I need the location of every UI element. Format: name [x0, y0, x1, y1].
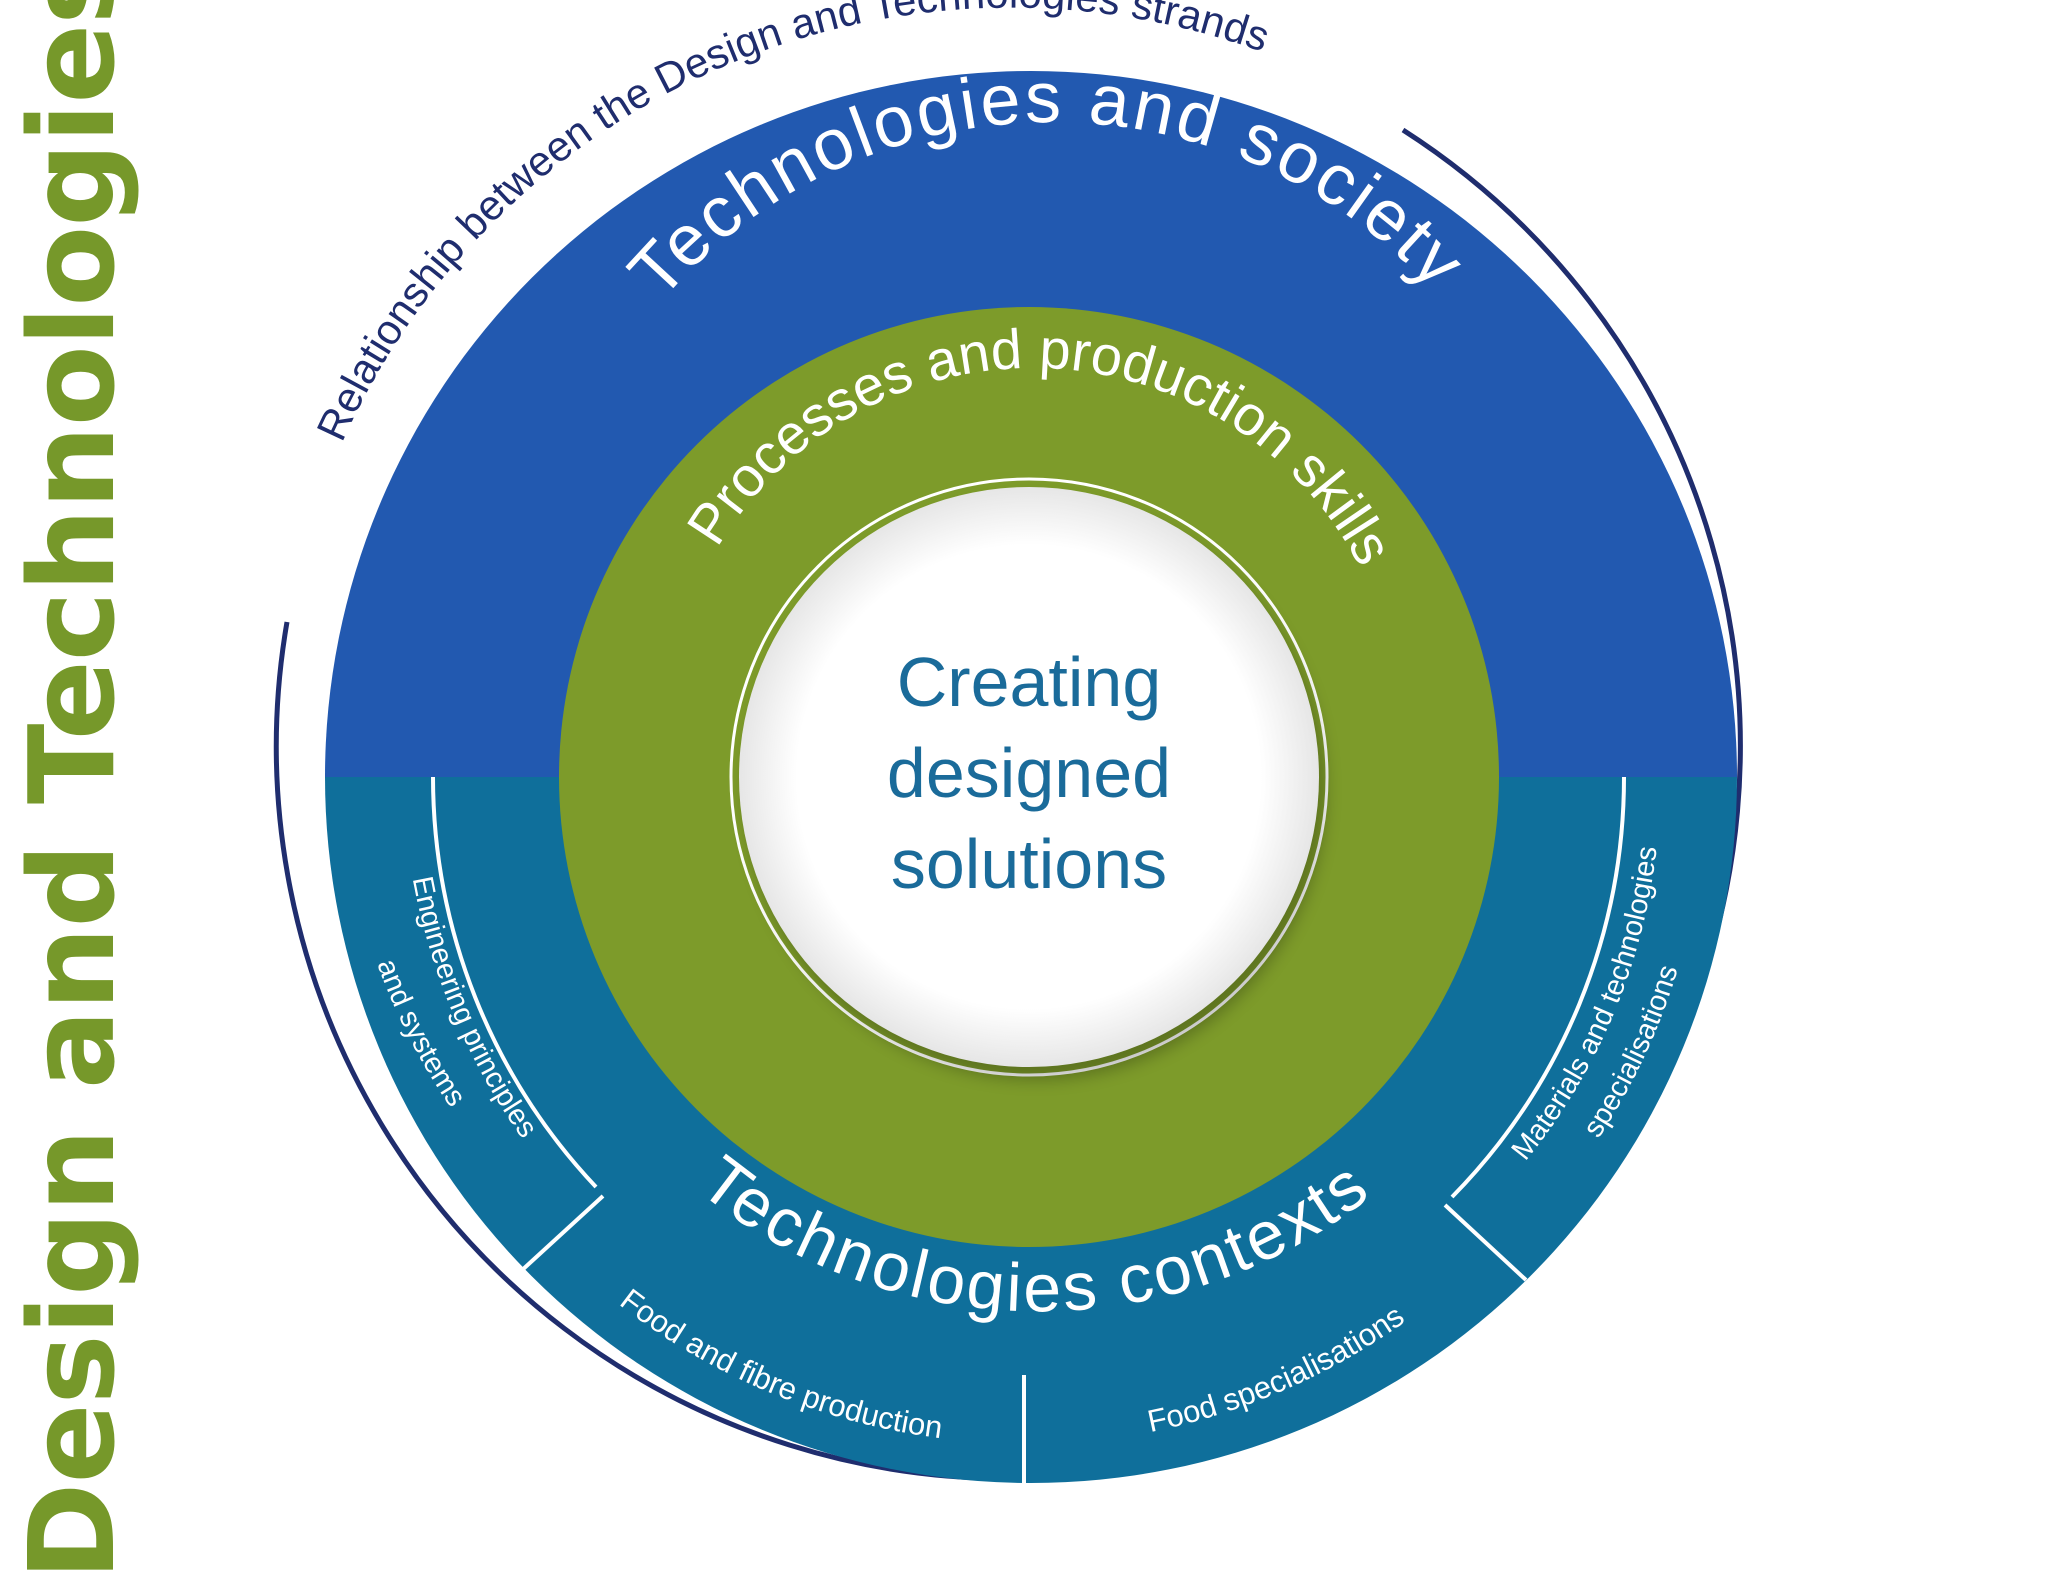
centre-line-2: designed — [887, 734, 1171, 812]
context-dividers — [431, 776, 1627, 1487]
centre-label: Creating designed solutions — [887, 643, 1171, 903]
strands-diagram: Relationship between the Design and Tech… — [273, 0, 1743, 1487]
centre-line-3: solutions — [891, 825, 1167, 903]
centre-line-1: Creating — [897, 643, 1162, 721]
centre-disc — [739, 487, 1319, 1067]
